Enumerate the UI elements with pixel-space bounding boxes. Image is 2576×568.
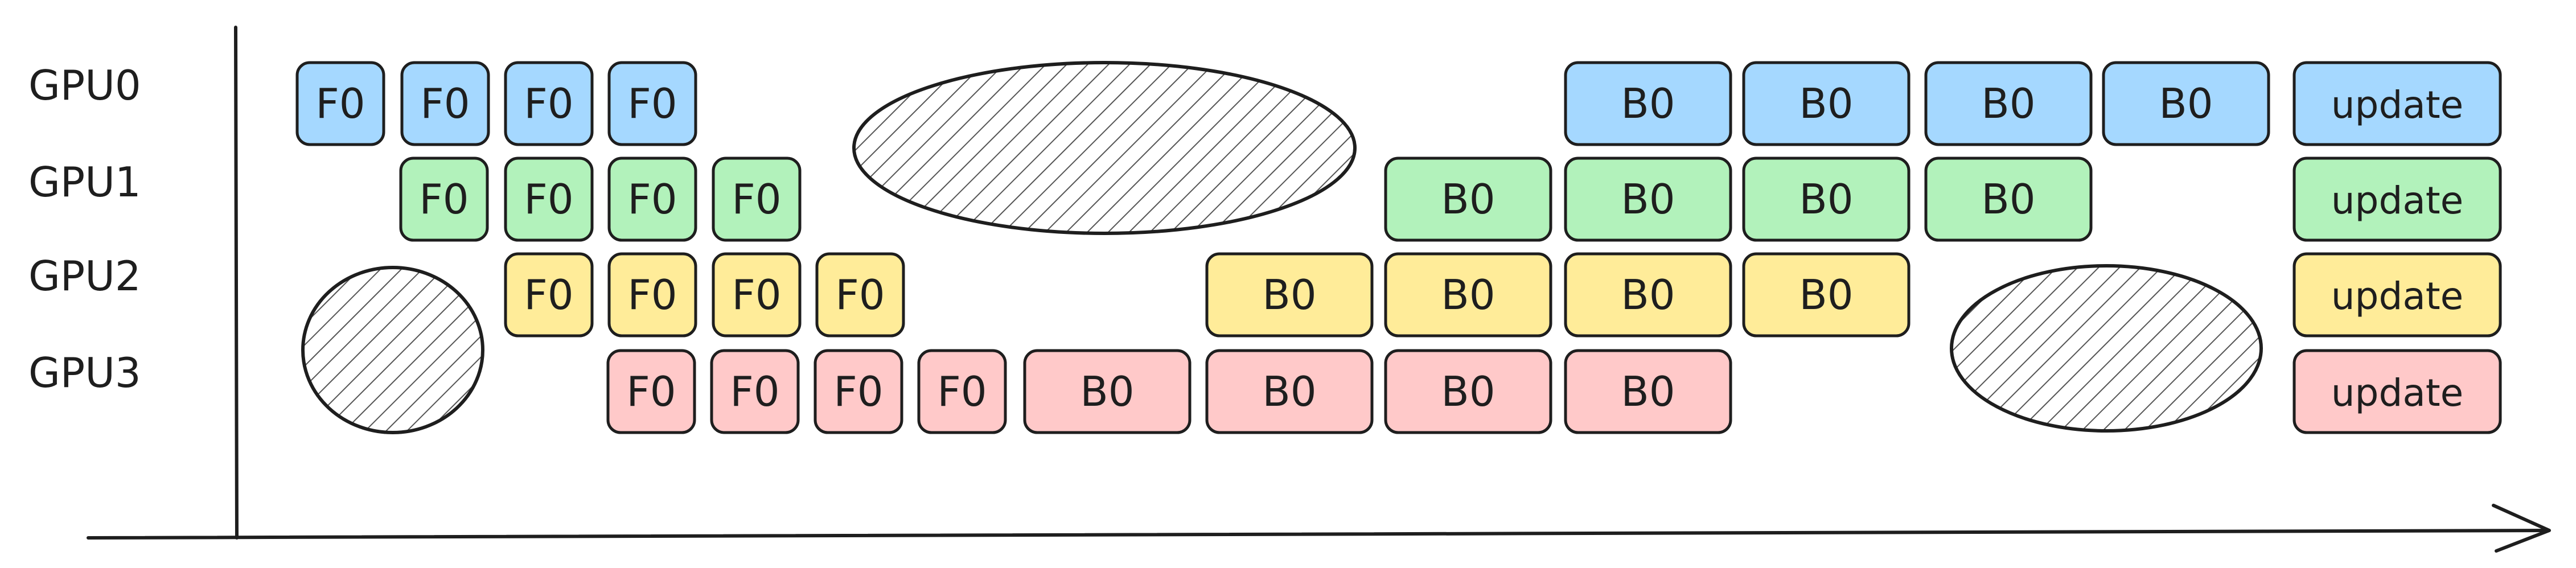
task-block [606, 349, 696, 434]
task-block [1564, 61, 1732, 146]
task-block [1564, 349, 1732, 434]
task-block [295, 61, 385, 146]
task-label: F0 [524, 80, 573, 127]
task-label: F0 [627, 175, 677, 223]
task-label: F0 [419, 175, 469, 223]
task-label: B0 [1441, 271, 1495, 319]
task-block [815, 252, 905, 337]
task-block [712, 157, 802, 242]
task-block [1924, 157, 2093, 242]
task-label: B0 [2159, 80, 2213, 127]
task-label: B0 [1621, 80, 1675, 127]
task-label: F0 [732, 175, 781, 223]
task-block [1742, 252, 1911, 337]
x-axis-arrowhead [2492, 504, 2551, 553]
task-label: B0 [1262, 368, 1316, 415]
task-label: B0 [1621, 271, 1675, 319]
task-label: F0 [524, 271, 573, 319]
pipeline-bubble [852, 61, 1357, 235]
task-block [1384, 252, 1552, 337]
task-label: F0 [937, 368, 987, 415]
task-block [1384, 157, 1552, 242]
task-label: B0 [1799, 271, 1853, 319]
task-label: F0 [627, 80, 677, 127]
task-label: B0 [1799, 80, 1853, 127]
task-block [2292, 157, 2502, 242]
task-block [2292, 61, 2502, 146]
task-label: update [2331, 83, 2464, 127]
task-block [1742, 157, 1911, 242]
task-block [712, 252, 802, 337]
task-label: F0 [524, 175, 573, 223]
x-axis [87, 529, 2546, 540]
task-label: B0 [1981, 80, 2035, 127]
gpu-labels: GPU0 GPU1 GPU2 GPU3 [28, 61, 141, 397]
task-block [400, 61, 490, 146]
task-label: F0 [732, 271, 781, 319]
task-block [399, 157, 489, 242]
task-block [2102, 61, 2270, 146]
task-block [607, 157, 697, 242]
task-block [607, 61, 697, 146]
task-block [1384, 349, 1552, 434]
task-block [2292, 252, 2502, 337]
task-block [1023, 349, 1192, 434]
task-label: update [2331, 274, 2464, 318]
task-block [710, 349, 800, 434]
task-block [1205, 349, 1374, 434]
task-block [814, 349, 903, 434]
task-label: F0 [833, 368, 883, 415]
task-label: F0 [835, 271, 885, 319]
task-block [1205, 252, 1374, 337]
pipeline-bubble [1950, 264, 2263, 433]
task-label: B0 [1441, 175, 1495, 223]
task-label: B0 [1080, 368, 1134, 415]
bubbles [301, 61, 2263, 434]
task-label: F0 [626, 368, 676, 415]
pipeline-bubble [301, 266, 484, 434]
task-label: update [2331, 371, 2464, 415]
gpu-label: GPU1 [28, 158, 141, 206]
task-label: update [2331, 179, 2464, 223]
task-block [607, 252, 697, 337]
task-label: B0 [1981, 175, 2035, 223]
task-label: B0 [1262, 271, 1316, 319]
gpu-label: GPU2 [28, 252, 141, 300]
task-label: F0 [420, 80, 470, 127]
task-label: B0 [1441, 368, 1495, 415]
task-block [1564, 252, 1732, 337]
task-block [1742, 61, 1911, 146]
gpu-label: GPU3 [28, 349, 141, 397]
y-axis [234, 26, 239, 540]
task-label: B0 [1621, 368, 1675, 415]
task-block [504, 252, 594, 337]
task-block [1924, 61, 2093, 146]
task-block [2292, 349, 2502, 434]
task-block [1564, 157, 1732, 242]
task-label: B0 [1621, 175, 1675, 223]
task-block [917, 349, 1007, 434]
task-block [504, 157, 594, 242]
task-label: B0 [1799, 175, 1853, 223]
task-label: F0 [315, 80, 365, 127]
task-label: F0 [627, 271, 677, 319]
task-block [504, 61, 594, 146]
gpu-label: GPU0 [28, 61, 141, 109]
task-label: F0 [730, 368, 779, 415]
